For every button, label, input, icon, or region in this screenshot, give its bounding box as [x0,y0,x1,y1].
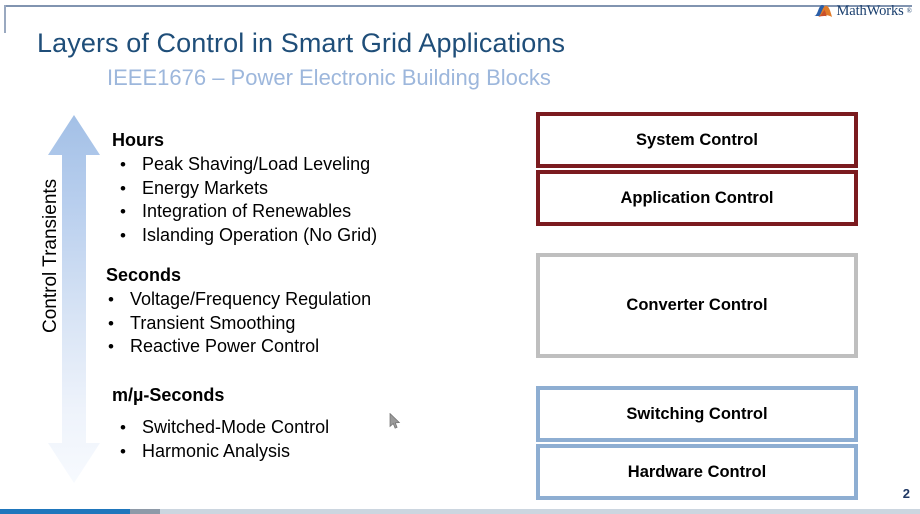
bullet-icon: • [120,225,126,245]
double-headed-vertical-arrow-icon [48,115,100,483]
list-item-label: Energy Markets [142,177,269,198]
list-item-label: Harmonic Analysis [142,440,291,461]
timescale-bullet-list: • Switched-Mode Control • Harmonic Analysi… [120,416,329,463]
control-layer-box-application-control: Application Control [536,170,858,226]
bullet-icon: • [108,313,114,333]
timescale-heading: m/µ-Seconds [112,385,225,405]
list-item-label: Integration of Renewables [142,201,352,221]
list-item-label: Voltage/Frequency Regulation [130,289,372,309]
control-transients-arrow: Control Transients [40,115,102,483]
list-item-label: Switched-Mode Control [142,417,330,437]
header-rule-left-tick [4,5,6,33]
list-item-label: Transient Smoothing [130,312,296,333]
timescale-bullet-list: • Peak Shaving/Load Leveling • Energy Mark… [120,153,377,247]
list-item: • Harmonic Analysis [120,440,329,464]
progress-segment-done [0,509,130,514]
mouse-pointer-icon [389,412,401,430]
timescale-group-hours: Hours • Peak Shaving/Load Leveling • Energ… [112,130,377,247]
control-layer-box-system-control: System Control [536,112,858,168]
bullet-icon: • [120,202,126,221]
bullet-icon: • [120,155,126,174]
list-item-label: Reactive Power Control [130,336,320,356]
list-item-label: Peak Shaving/Load Leveling [142,154,371,174]
bullet-icon: • [120,441,126,461]
list-item: • Energy Markets [120,177,377,201]
list-item: • Peak Shaving/Load Leveling [120,153,377,177]
list-item: • Voltage/Frequency Regulation [108,288,371,312]
list-item: • Switched-Mode Control [120,416,329,440]
mathworks-logo: MathWorks ® [813,1,912,21]
progress-segment-remaining [160,509,920,514]
list-item-label: Islanding Operation (No Grid) [142,224,378,245]
progress-segment-current [130,509,160,514]
slide-progress-bar[interactable] [0,509,920,514]
list-item: • Reactive Power Control [108,335,371,359]
page-subtitle: IEEE1676 – Power Electronic Building Blo… [107,65,551,90]
timescale-bullet-list: • Voltage/Frequency Regulation • Transient… [108,288,371,359]
bullet-icon: • [120,178,126,198]
timescale-group-micro-seconds: m/µ-Seconds • Switched-Mode Control • Harm… [112,385,329,463]
control-layer-box-converter-control: Converter Control [536,253,858,358]
bullet-icon: • [108,337,114,356]
page-number: 2 [902,486,910,501]
list-item: • Integration of Renewables [120,200,377,224]
mathworks-trademark: ® [906,7,912,15]
list-item: • Islanding Operation (No Grid) [120,224,377,248]
list-item: • Transient Smoothing [108,312,371,336]
control-layer-box-hardware-control: Hardware Control [536,444,858,500]
bullet-icon: • [120,418,126,437]
bullet-icon: • [108,290,114,309]
header-rule [4,5,912,7]
timescale-group-seconds: Seconds • Voltage/Frequency Regulation • T… [106,265,371,359]
control-layer-box-switching-control: Switching Control [536,386,858,442]
mathworks-logo-text: MathWorks [836,2,904,19]
axis-label: Control Transients [40,178,61,333]
page-title: Layers of Control in Smart Grid Applicat… [37,28,566,58]
timescale-heading: Hours [112,130,165,150]
timescale-heading: Seconds [106,265,182,285]
mathworks-membrane-icon [813,3,833,19]
